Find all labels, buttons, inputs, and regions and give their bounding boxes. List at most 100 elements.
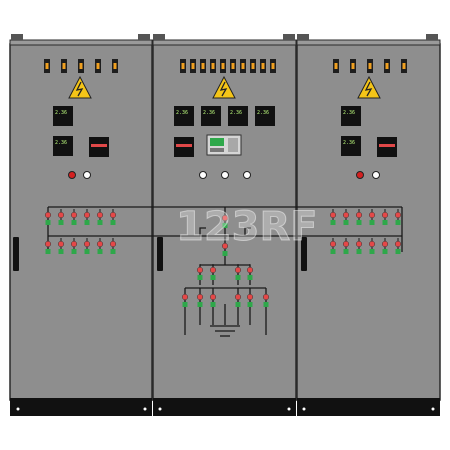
- lamp-center-3: [243, 171, 251, 179]
- breaker-right[interactable]: [342, 209, 350, 225]
- breaker-center-feeder[interactable]: [234, 264, 242, 280]
- breaker-left[interactable]: [44, 209, 52, 225]
- breaker-left[interactable]: [57, 238, 65, 254]
- cabinet-right-roof: [296, 39, 441, 46]
- cabinet-left-base: [10, 398, 152, 416]
- center-fuse: [230, 59, 236, 73]
- door-handle-left-icon[interactable]: [13, 237, 19, 271]
- meter-left-1: 2.36: [53, 106, 73, 126]
- breaker-center-feeder[interactable]: [196, 264, 204, 280]
- meter-center-red: [174, 137, 194, 157]
- center-fuse: [190, 59, 196, 73]
- lamp-center-1: [199, 171, 207, 179]
- breaker-center-outgoing[interactable]: [181, 291, 189, 307]
- cabinet-left-roof: [9, 39, 153, 46]
- left-fuse: [44, 59, 50, 73]
- breaker-left[interactable]: [83, 238, 91, 254]
- meter-right-2: 2.36: [341, 136, 361, 156]
- center-fuse: [260, 59, 266, 73]
- cabinet-left-lift-lug-right: [138, 34, 150, 40]
- ground-symbol-icon: [210, 325, 240, 337]
- breaker-center-feeder[interactable]: [246, 264, 254, 280]
- cabinet-right-base: [297, 398, 440, 416]
- meter-left-2-reading: 2.36: [55, 140, 67, 146]
- cabinet-right-lift-lug-right: [426, 34, 438, 40]
- breaker-right[interactable]: [355, 238, 363, 254]
- left-fuse: [61, 59, 67, 73]
- breaker-left[interactable]: [109, 209, 117, 225]
- breaker-left[interactable]: [96, 209, 104, 225]
- right-fuse: [401, 59, 407, 73]
- left-fuse: [95, 59, 101, 73]
- meter-center-1: 2.36: [174, 106, 194, 126]
- center-fuse: [250, 59, 256, 73]
- control-display-center: [206, 134, 242, 156]
- meter-center-3: 2.36: [228, 106, 248, 126]
- meter-right-2-reading: 2.36: [343, 140, 355, 146]
- breaker-right[interactable]: [381, 209, 389, 225]
- door-handle-center-icon[interactable]: [157, 237, 163, 271]
- meter-center-1-reading: 2.36: [176, 110, 188, 116]
- lamp-left-white: [83, 171, 91, 179]
- right-fuse: [350, 59, 356, 73]
- breaker-left[interactable]: [57, 209, 65, 225]
- breaker-center-outgoing[interactable]: [246, 291, 254, 307]
- meter-center-2: 2.36: [201, 106, 221, 126]
- center-fuse: [220, 59, 226, 73]
- right-fuse: [333, 59, 339, 73]
- breaker-left[interactable]: [70, 209, 78, 225]
- meter-left-1-reading: 2.36: [55, 110, 67, 116]
- cabinet-center-roof: [152, 39, 297, 46]
- breaker-left[interactable]: [70, 238, 78, 254]
- cabinet-center-lift-lug-right: [283, 34, 295, 40]
- breaker-right[interactable]: [329, 209, 337, 225]
- meter-right-red: [377, 137, 397, 157]
- left-fuse: [78, 59, 84, 73]
- meter-left-red: [89, 137, 109, 157]
- meter-center-4-reading: 2.36: [257, 110, 269, 116]
- watermark-text: 123RF: [176, 204, 318, 250]
- breaker-left[interactable]: [96, 238, 104, 254]
- breaker-center-outgoing[interactable]: [234, 291, 242, 307]
- breaker-right[interactable]: [368, 209, 376, 225]
- lamp-right-red: [356, 171, 364, 179]
- breaker-center-outgoing[interactable]: [196, 291, 204, 307]
- breaker-center-outgoing[interactable]: [262, 291, 270, 307]
- breaker-center-main[interactable]: [221, 212, 229, 228]
- breaker-center-feeder[interactable]: [209, 264, 217, 280]
- breaker-rows: [44, 209, 402, 307]
- fuse-rows: [44, 59, 407, 73]
- center-fuse: [270, 59, 276, 73]
- breaker-right[interactable]: [394, 238, 402, 254]
- indicator-lamps: [68, 171, 380, 179]
- breaker-center-main[interactable]: [221, 240, 229, 256]
- lamp-right-white: [372, 171, 380, 179]
- breaker-right[interactable]: [368, 238, 376, 254]
- breaker-right[interactable]: [355, 209, 363, 225]
- right-fuse: [367, 59, 373, 73]
- breaker-center-outgoing[interactable]: [209, 291, 217, 307]
- cabinet-right-lift-lug-left: [297, 34, 309, 40]
- breaker-right[interactable]: [394, 209, 402, 225]
- breaker-left[interactable]: [44, 238, 52, 254]
- cabinet-center-lift-lug-left: [153, 34, 165, 40]
- meter-center-4: 2.36: [255, 106, 275, 126]
- lamp-left-red: [68, 171, 76, 179]
- cabinet-left-lift-lug-left: [11, 34, 23, 40]
- high-voltage-warning-icon: [357, 75, 381, 99]
- breaker-right[interactable]: [342, 238, 350, 254]
- breaker-right[interactable]: [381, 238, 389, 254]
- door-handle-right-icon[interactable]: [301, 237, 307, 271]
- cabinet-right: [296, 34, 441, 416]
- breaker-left[interactable]: [109, 238, 117, 254]
- breaker-right[interactable]: [329, 238, 337, 254]
- center-fuse: [240, 59, 246, 73]
- meter-center-3-reading: 2.36: [230, 110, 242, 116]
- meter-right-1: 2.36: [341, 106, 361, 126]
- center-fuse: [180, 59, 186, 73]
- meter-left-2: 2.36: [53, 136, 73, 156]
- breaker-left[interactable]: [83, 209, 91, 225]
- lamp-center-2: [221, 171, 229, 179]
- left-fuse: [112, 59, 118, 73]
